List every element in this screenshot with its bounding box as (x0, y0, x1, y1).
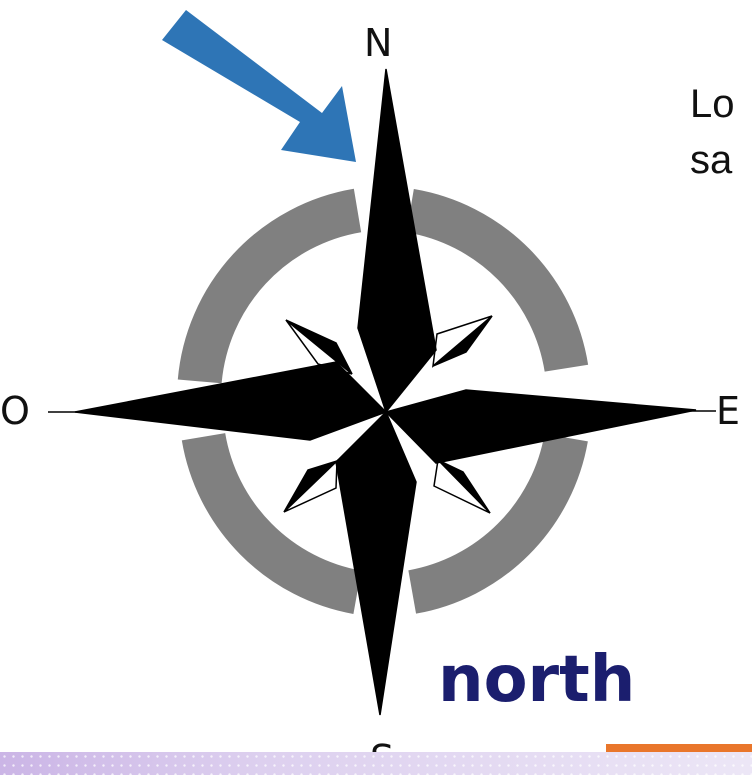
footer-band (0, 752, 752, 775)
rose-point-se-light (434, 460, 490, 513)
compass-rose-icon (48, 69, 716, 715)
side-text: Lo sa (690, 76, 735, 188)
side-text-line-1: Lo (690, 76, 735, 132)
rose-point-ne-light (433, 316, 492, 366)
rose-point-south (336, 412, 416, 715)
compass-label-west: O (0, 392, 30, 430)
pointer-arrow-icon (162, 10, 356, 162)
compass-label-north: N (364, 24, 392, 62)
ring-arc-sw (204, 437, 358, 593)
compass-label-east: E (716, 392, 740, 430)
rose-point-west (75, 362, 386, 440)
caption-underline (606, 744, 752, 752)
side-text-line-2: sa (690, 132, 735, 188)
caption-word: north (438, 648, 635, 712)
rose-point-north (358, 69, 436, 412)
